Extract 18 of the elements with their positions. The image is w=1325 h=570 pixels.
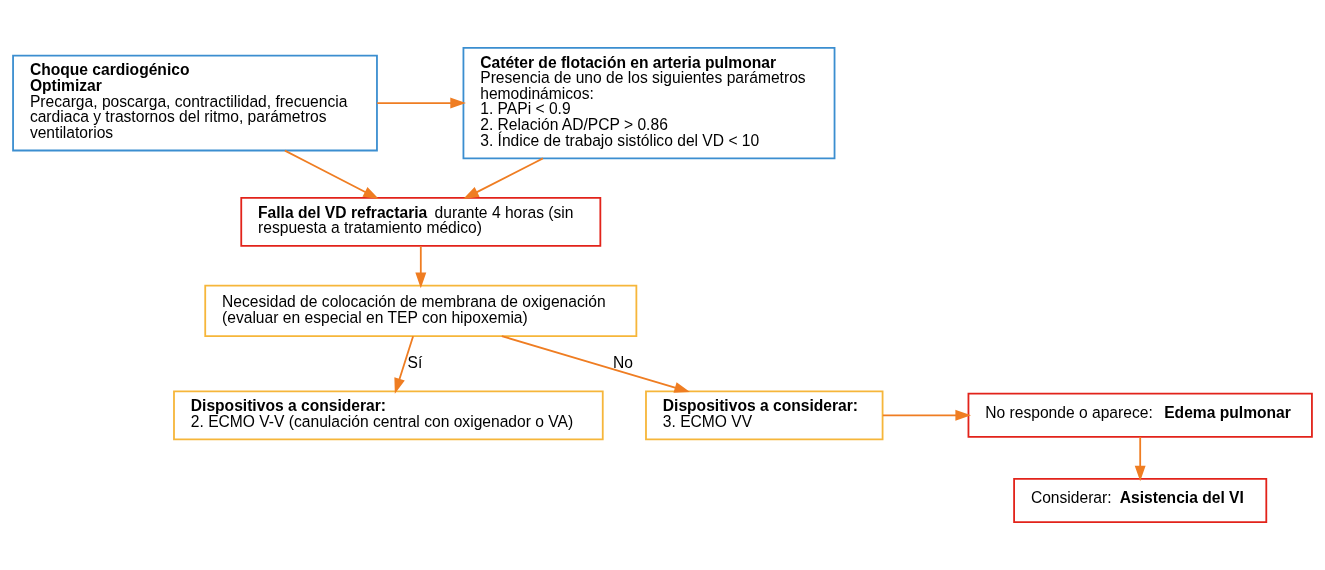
node-box: Necesidad de colocación de membrana de oxigenación (evaluar en especial en TEP con hipoxemia) <box>204 284 638 337</box>
arrow <box>394 335 414 394</box>
node-box: Dispositivos a considerar: 3. ECMO VV <box>645 390 884 441</box>
node-box: Catéter de flotación en arteria pulmonar Presencia de uno de los siguientes parámetros hemodinámicos: 1. PAPi < 0.9 2. Relación AD/PCP > 0.86 3. Índice de trabajo sistólico del VD < 10 <box>462 46 836 160</box>
arrow <box>881 409 972 421</box>
arrow <box>500 335 690 393</box>
arrow <box>284 149 379 200</box>
node-box: Considerar: Asistencia del VI <box>1013 478 1268 524</box>
node-box: Dispositivos a considerar: 2. ECMO V-V (canulación central con oxigenador o VA) <box>173 390 604 441</box>
edge-label: No <box>612 353 633 371</box>
arrow <box>415 245 427 289</box>
arrow <box>463 157 544 200</box>
edge-label: Sí <box>407 353 423 371</box>
arrow <box>1134 436 1146 482</box>
node-box: Choque cardiogénico Optimizar Precarga, poscarga, contractilidad, frecuencia cardiaca y trastornos del ritmo, parámetros ventilatorios <box>12 54 378 152</box>
arrow <box>376 97 466 109</box>
node-box: Falla del VD refractaria durante 4 horas (sin respuesta a tratamiento médico) <box>240 197 602 247</box>
node-box: No responde o aparece: Edema pulmonar <box>967 392 1313 438</box>
